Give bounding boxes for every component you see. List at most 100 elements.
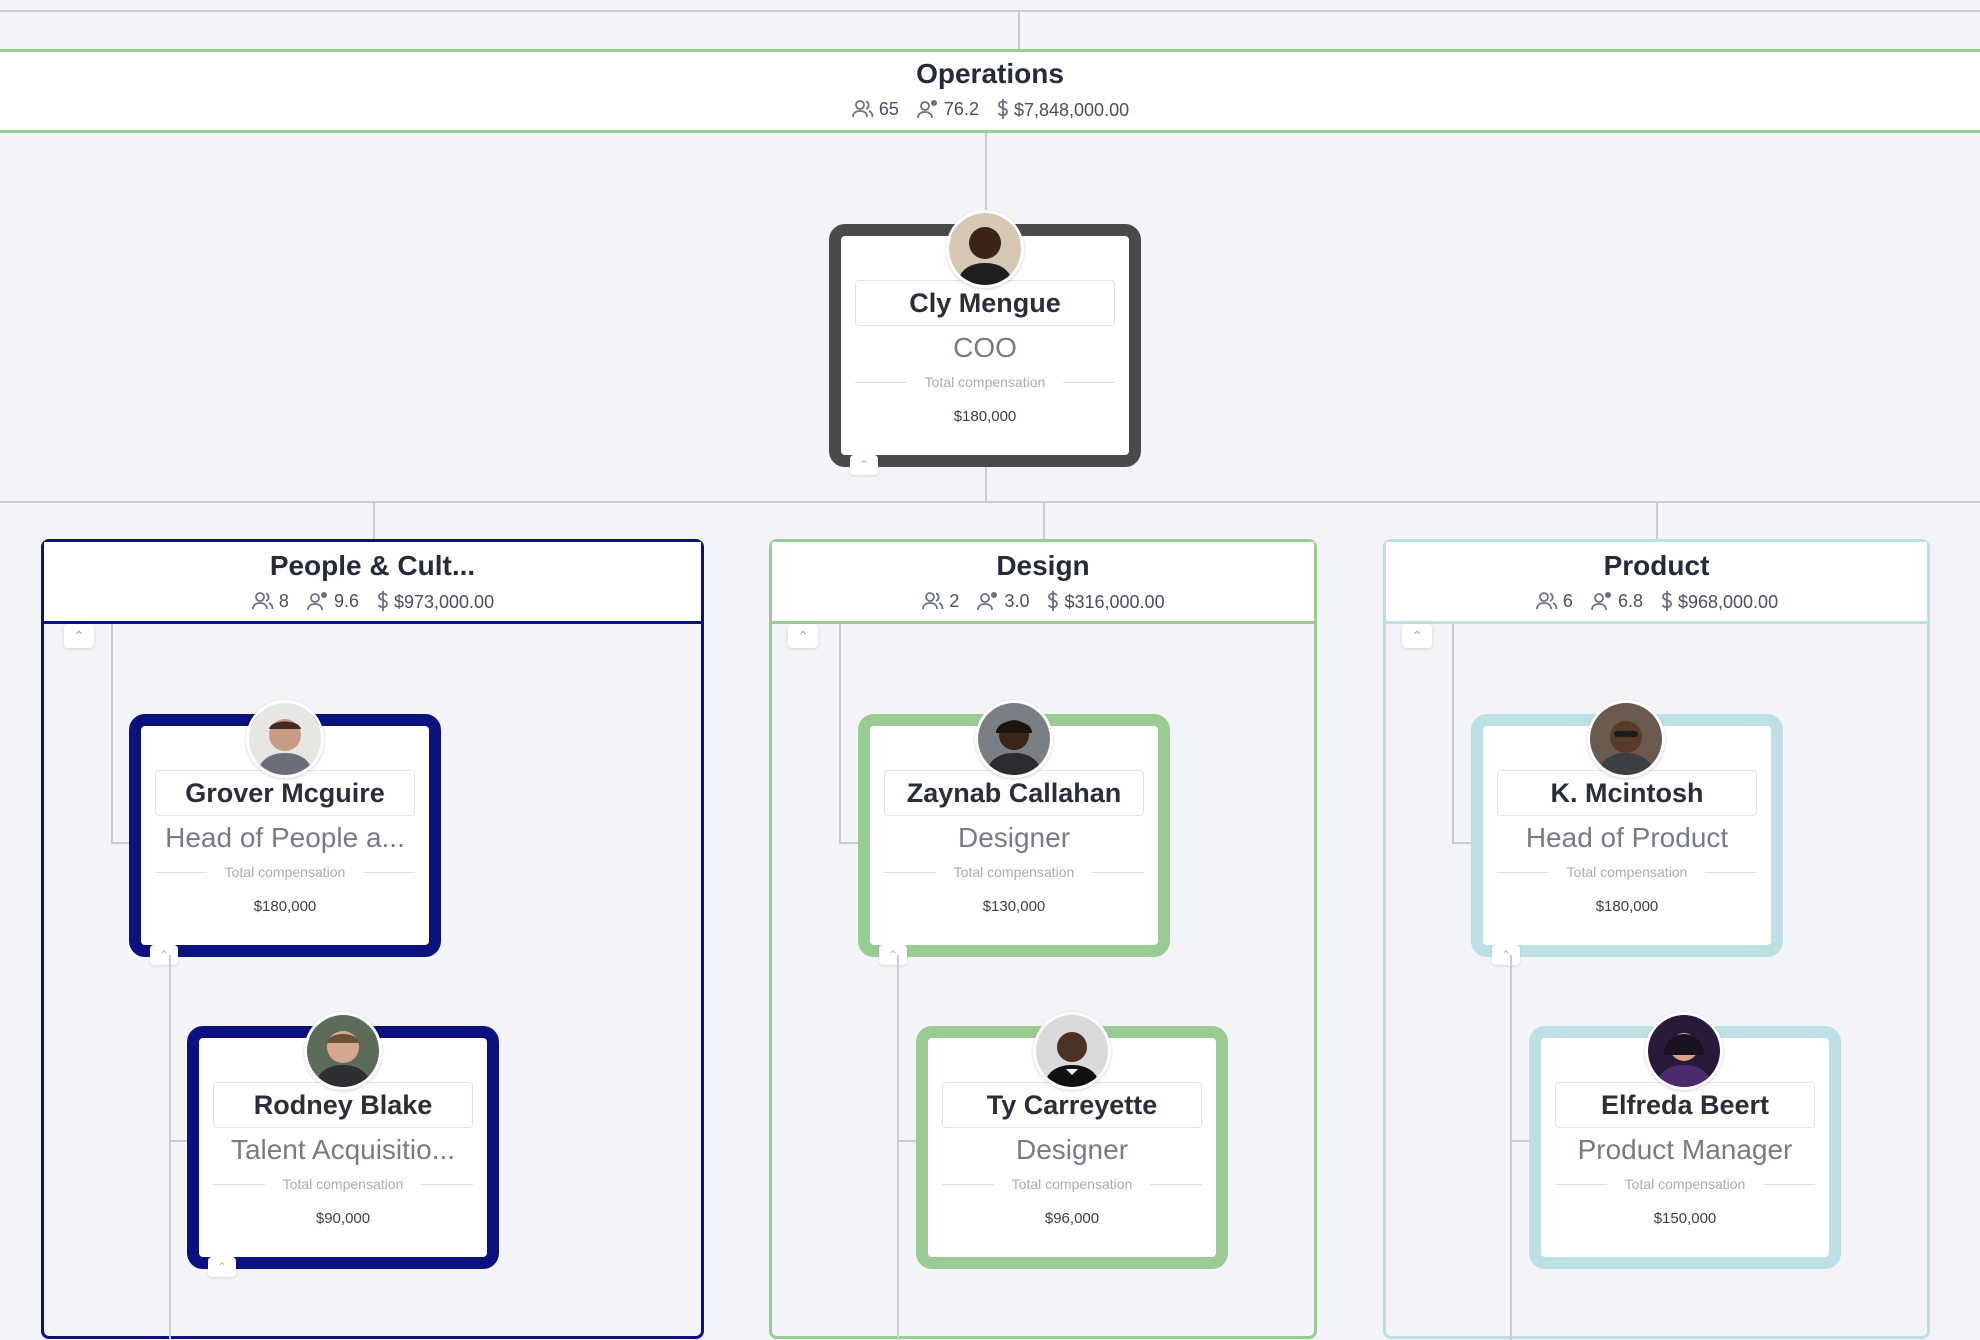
department-stats: 2 3.0 $316,000.00	[772, 590, 1314, 613]
headcount-stat: 2	[921, 591, 959, 612]
chevron-up-icon[interactable]: ⌃	[150, 945, 178, 965]
connector-line	[1510, 1140, 1530, 1142]
person-card[interactable]: Elfreda Beert Product Manager Total comp…	[1529, 1026, 1841, 1269]
connector-line	[1452, 624, 1454, 844]
span-value: 76.2	[943, 99, 979, 119]
department-header[interactable]: Product 6 6.8 $968,000.00	[1386, 542, 1927, 624]
department-title: People & Cult...	[269, 550, 476, 581]
compensation-label: Total compensation	[155, 864, 415, 880]
person-name: Grover Mcguire	[155, 770, 415, 816]
department-stats: 8 9.6 $973,000.00	[44, 590, 701, 613]
budget-stat: $973,000.00	[376, 590, 494, 613]
compensation-label: Total compensation	[884, 864, 1144, 880]
manager-icon	[1590, 591, 1614, 611]
operations-department-banner[interactable]: Operations 65 76.2 $7,848,000.00	[0, 49, 1980, 133]
department-header[interactable]: Design 2 3.0 $316,000.00	[772, 542, 1314, 624]
avatar[interactable]	[1645, 1012, 1723, 1090]
person-role: Designer	[957, 822, 1071, 853]
connector-line	[111, 624, 113, 844]
people-icon	[851, 99, 875, 119]
person-name: Zaynab Callahan	[884, 770, 1144, 816]
compensation-value: $180,000	[953, 408, 1017, 425]
top-vertical-connector	[1018, 10, 1020, 50]
chevron-up-icon[interactable]: ⌃	[1492, 945, 1520, 965]
department-stats: 65 76.2 $7,848,000.00	[0, 98, 1980, 121]
budget-stat: $968,000.00	[1660, 590, 1778, 613]
span-stat: 76.2	[916, 99, 979, 120]
person-name: K. Mcintosh	[1497, 770, 1757, 816]
headcount-value: 6	[1562, 591, 1573, 611]
department-title: Operations	[916, 58, 1064, 89]
chevron-up-icon[interactable]: ⌃	[788, 624, 818, 648]
department-connector-line	[0, 501, 1980, 503]
connector-line	[1043, 501, 1045, 539]
people-icon	[1535, 591, 1559, 611]
compensation-value: $180,000	[253, 898, 317, 915]
connector-line	[897, 955, 899, 1340]
avatar[interactable]	[246, 700, 324, 778]
people-icon	[921, 591, 945, 611]
headcount-stat: 6	[1535, 591, 1573, 612]
compensation-label: Total compensation	[1497, 864, 1757, 880]
headcount-stat: 65	[851, 99, 899, 120]
person-card-coo[interactable]: Cly Mengue COO Total compensation $180,0…	[829, 224, 1141, 467]
person-role: Head of Product	[1525, 822, 1729, 853]
connector-line	[985, 133, 987, 225]
dollar-icon	[1660, 590, 1674, 612]
headcount-stat: 8	[251, 591, 289, 612]
budget-value: $316,000.00	[1064, 592, 1165, 612]
connector-line	[1656, 501, 1658, 539]
person-role: Head of People a...	[165, 822, 405, 853]
avatar[interactable]	[1587, 700, 1665, 778]
compensation-value: $90,000	[315, 1210, 371, 1227]
compensation-label: Total compensation	[213, 1176, 473, 1192]
dollar-icon	[996, 98, 1010, 120]
department-design[interactable]: Design 2 3.0 $316,000.00 ⌃	[769, 539, 1317, 1339]
chevron-up-icon[interactable]: ⌃	[208, 1257, 236, 1277]
person-role: Talent Acquisitio...	[230, 1134, 456, 1165]
manager-icon	[916, 99, 940, 119]
person-role: Designer	[1015, 1134, 1129, 1165]
budget-value: $968,000.00	[1677, 592, 1779, 612]
person-role: COO	[953, 332, 1017, 363]
dollar-icon	[1046, 590, 1060, 612]
compensation-label: Total compensation	[855, 374, 1115, 390]
budget-stat: $316,000.00	[1046, 590, 1165, 613]
connector-line	[169, 955, 171, 1340]
connector-line	[1452, 842, 1472, 844]
budget-value: $973,000.00	[393, 592, 495, 612]
span-stat: 9.6	[306, 591, 359, 612]
span-stat: 6.8	[1590, 591, 1643, 612]
compensation-value: $96,000	[1044, 1210, 1100, 1227]
avatar[interactable]	[975, 700, 1053, 778]
chevron-up-icon[interactable]: ⌃	[1402, 624, 1432, 648]
compensation-label: Total compensation	[1555, 1176, 1815, 1192]
avatar[interactable]	[946, 210, 1024, 288]
department-stats: 6 6.8 $968,000.00	[1386, 590, 1927, 613]
span-value: 3.0	[1004, 591, 1030, 611]
connector-line	[839, 624, 841, 844]
chevron-up-icon[interactable]: ⌃	[64, 624, 94, 648]
people-icon	[251, 591, 275, 611]
avatar[interactable]	[304, 1012, 382, 1090]
chevron-up-icon[interactable]: ⌃	[850, 455, 878, 475]
person-role: Product Manager	[1577, 1134, 1793, 1165]
manager-icon	[976, 591, 1000, 611]
compensation-value: $180,000	[1595, 898, 1659, 915]
department-title: Design	[996, 550, 1090, 581]
department-header[interactable]: People & Cult... 8 9.6 $973,000.00	[44, 542, 701, 624]
department-product[interactable]: Product 6 6.8 $968,000.00 ⌃	[1383, 539, 1930, 1339]
dollar-icon	[376, 590, 390, 612]
connector-line	[111, 842, 131, 844]
span-value: 9.6	[333, 591, 359, 611]
connector-line	[985, 467, 987, 502]
headcount-value: 2	[949, 591, 960, 611]
budget-stat: $7,848,000.00	[996, 98, 1129, 121]
department-people-culture[interactable]: People & Cult... 8 9.6 $973,000.00 ⌃	[41, 539, 704, 1339]
compensation-label: Total compensation	[942, 1176, 1202, 1192]
avatar[interactable]	[1033, 1012, 1111, 1090]
chevron-up-icon[interactable]: ⌃	[879, 945, 907, 965]
top-connector-line	[0, 10, 1980, 12]
span-value: 6.8	[1617, 591, 1643, 611]
connector-line	[1510, 955, 1512, 1340]
